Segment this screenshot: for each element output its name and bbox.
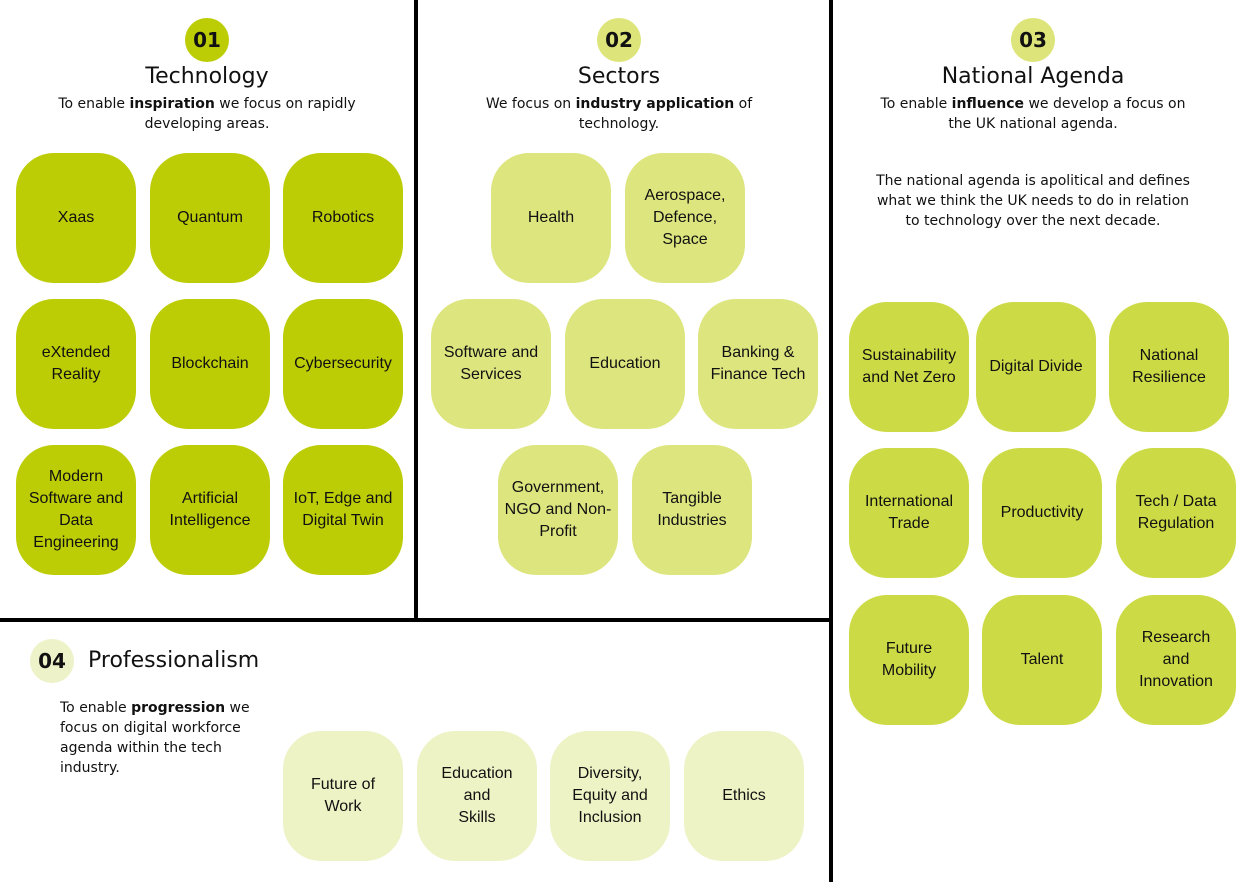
tile-national-resilience[interactable]: National Resilience [1109,302,1229,432]
tile-digital-divide[interactable]: Digital Divide [976,302,1096,432]
tile-extended-reality[interactable]: eXtended Reality [16,299,136,429]
tile-xaas[interactable]: Xaas [16,153,136,283]
section-description: To enable influence we develop a focus o… [880,96,1186,132]
emphasis: industry application [575,96,735,112]
divider-vertical-2 [829,0,833,882]
section-number-badge: 03 [1011,18,1055,62]
tile-robotics[interactable]: Robotics [283,153,403,283]
tile-cybersecurity[interactable]: Cybersecurity [283,299,403,429]
tile-diversity-equity[interactable]: Diversity, Equity and Inclusion [550,731,670,861]
section-description: To enable inspiration we focus on rapidl… [58,96,356,132]
tile-modern-software[interactable]: Modern Software and Data Engineering [16,445,136,575]
tile-talent[interactable]: Talent [982,595,1102,725]
tile-blockchain[interactable]: Blockchain [150,299,270,429]
divider-horizontal [0,618,833,622]
tile-international-trade[interactable]: International Trade [849,448,969,578]
tile-banking-finance[interactable]: Banking & Finance Tech [698,299,818,429]
divider-vertical-1 [414,0,418,620]
tile-quantum[interactable]: Quantum [150,153,270,283]
tile-research-innovation[interactable]: Research and Innovation [1116,595,1236,725]
section-description: To enable progression we focus on digita… [60,700,250,776]
tile-software-services[interactable]: Software and Services [431,299,551,429]
tile-future-mobility[interactable]: Future Mobility [849,595,969,725]
section-number-badge: 02 [597,18,641,62]
section-note: The national agenda is apolitical and de… [876,173,1190,229]
tile-aerospace[interactable]: Aerospace, Defence, Space [625,153,745,283]
section-title: Technology [145,64,269,89]
tile-tech-data-regulation[interactable]: Tech / Data Regulation [1116,448,1236,578]
section-title: Sectors [577,64,661,89]
section-title: National Agenda [941,64,1125,89]
emphasis: inspiration [129,96,215,112]
tile-education[interactable]: Education [565,299,685,429]
tile-artificial-intelligence[interactable]: Artificial Intelligence [150,445,270,575]
tile-tangible-industries[interactable]: Tangible Industries [632,445,752,575]
section-description: We focus on industry application of tech… [485,96,753,132]
tile-ethics[interactable]: Ethics [684,731,804,861]
tile-government-ngo[interactable]: Government, NGO and Non- Profit [498,445,618,575]
tile-iot-edge[interactable]: IoT, Edge and Digital Twin [283,445,403,575]
tile-health[interactable]: Health [491,153,611,283]
tile-productivity[interactable]: Productivity [982,448,1102,578]
emphasis: progression [131,700,226,716]
section-title: Professionalism [88,648,260,673]
section-number-badge: 01 [185,18,229,62]
tile-education-skills[interactable]: Education and Skills [417,731,537,861]
tile-sustainability[interactable]: Sustainability and Net Zero [849,302,969,432]
tile-future-of-work[interactable]: Future of Work [283,731,403,861]
emphasis: influence [951,96,1025,112]
section-number-badge: 04 [30,639,74,683]
